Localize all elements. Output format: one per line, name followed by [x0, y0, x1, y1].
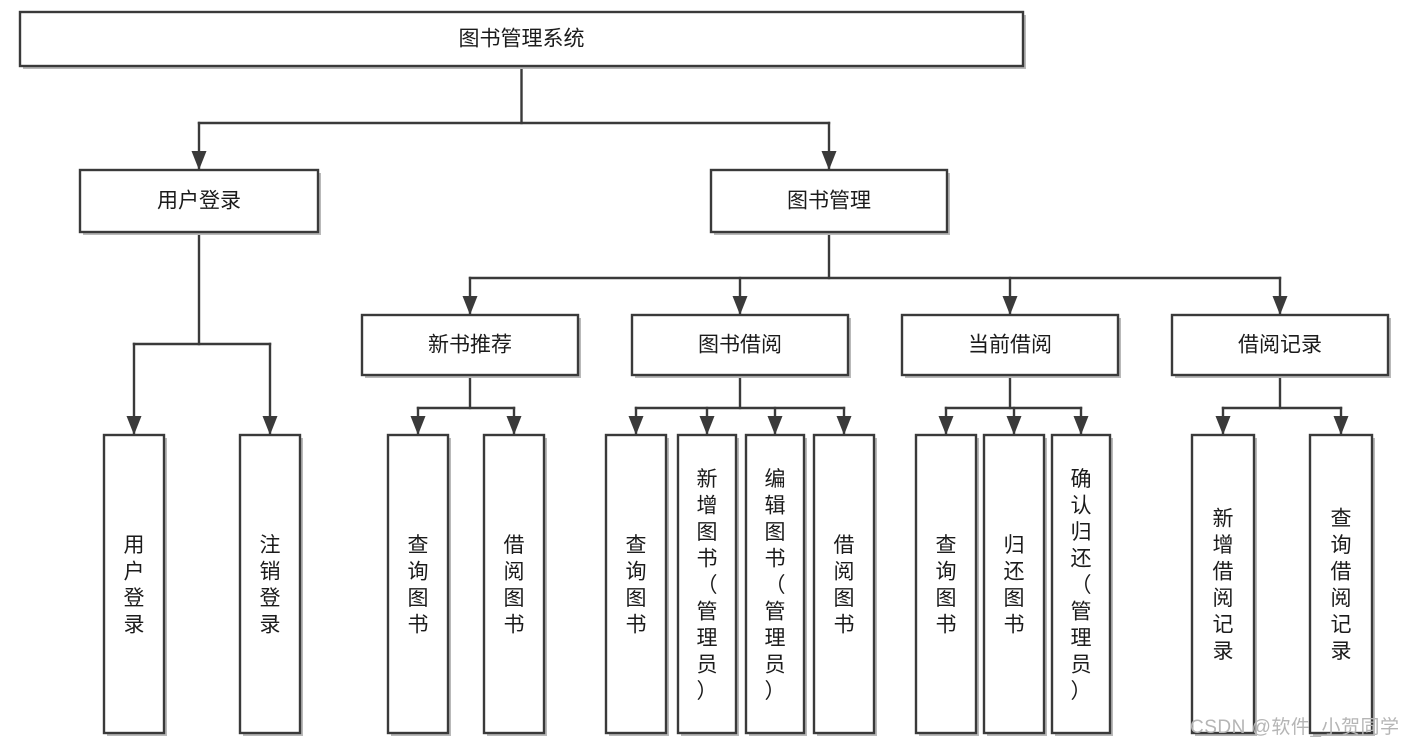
edge-arrowhead [938, 416, 954, 435]
edge-arrowhead [1215, 416, 1231, 435]
edge-arrowhead [1073, 416, 1089, 435]
node-box[interactable] [1190, 433, 1256, 735]
node-label: 借阅图书 [834, 534, 855, 637]
node-label: 注销登录 [260, 534, 281, 637]
node-box[interactable] [386, 433, 450, 735]
node-label: 新增图书（管理员） [697, 468, 718, 703]
node-label: 归还图书 [1004, 534, 1025, 637]
edge-arrowhead [1333, 416, 1349, 435]
node-leaf-borrow-edit[interactable]: 编辑图书（管理员） [744, 433, 807, 736]
node-box[interactable] [482, 433, 546, 735]
edge-arrowhead [767, 416, 783, 435]
node-box[interactable] [102, 433, 166, 735]
node-box[interactable] [709, 168, 949, 234]
node-box[interactable] [982, 433, 1046, 735]
edge-arrowhead [732, 296, 748, 315]
node-label: 图书管理系统 [459, 28, 585, 51]
node-leaf-borrow-query[interactable]: 查询图书 [604, 433, 669, 736]
node-label: 新增借阅记录 [1213, 508, 1234, 664]
edge-group-root [191, 64, 837, 172]
node-box[interactable] [676, 433, 738, 735]
edge-arrowhead [1272, 296, 1288, 315]
node-label: 新书推荐 [428, 334, 512, 357]
edge-arrowhead [628, 416, 644, 435]
node-label: 查询图书 [626, 534, 647, 637]
node-leaf-current-confirm[interactable]: 确认归还（管理员） [1050, 433, 1113, 736]
node-label: 查询图书 [408, 534, 429, 637]
node-new-book-rec[interactable]: 新书推荐 [360, 313, 581, 378]
node-label: 借阅图书 [504, 534, 525, 637]
csdn-watermark: CSDN @软件_小贺同学 [1190, 717, 1400, 738]
edge-arrowhead [126, 416, 142, 435]
node-box[interactable] [78, 168, 320, 234]
node-box[interactable] [914, 433, 978, 735]
edge-arrowhead [262, 416, 278, 435]
edge-group-borrow-record [1215, 373, 1349, 437]
node-label: 借阅记录 [1238, 334, 1322, 357]
node-box[interactable] [238, 433, 302, 735]
node-leaf-rec-query[interactable]: 查询图书 [386, 433, 451, 736]
edge-group-user-login [126, 230, 278, 437]
node-label: 用户登录 [157, 190, 241, 213]
node-user-login[interactable]: 用户登录 [78, 168, 321, 235]
node-box[interactable] [812, 433, 876, 735]
node-label: 查询借阅记录 [1331, 508, 1352, 664]
node-label: 查询图书 [936, 534, 957, 637]
node-label: 图书管理 [787, 190, 871, 213]
edge-arrowhead [1006, 416, 1022, 435]
edge-arrowhead [191, 151, 207, 170]
node-label: 图书借阅 [698, 334, 782, 357]
node-leaf-user-login[interactable]: 用户登录 [102, 433, 167, 736]
node-label: 当前借阅 [968, 334, 1052, 357]
edges-layer [126, 64, 1349, 437]
node-current-borrow[interactable]: 当前借阅 [900, 313, 1121, 378]
node-leaf-current-return[interactable]: 归还图书 [982, 433, 1047, 736]
node-leaf-user-logout[interactable]: 注销登录 [238, 433, 303, 736]
node-leaf-borrow-add[interactable]: 新增图书（管理员） [676, 433, 739, 736]
nodes-layer: 图书管理系统用户登录图书管理新书推荐图书借阅当前借阅借阅记录用户登录注销登录查询… [18, 10, 1391, 736]
node-leaf-current-query[interactable]: 查询图书 [914, 433, 979, 736]
edge-group-book-borrow [628, 373, 852, 437]
node-box[interactable] [1170, 313, 1390, 377]
node-box[interactable] [1308, 433, 1374, 735]
edge-arrowhead [410, 416, 426, 435]
edge-group-current-borrow [938, 373, 1089, 437]
node-box[interactable] [604, 433, 668, 735]
edge-group-new-book-rec [410, 373, 522, 437]
node-box[interactable] [744, 433, 806, 735]
node-box[interactable] [18, 10, 1025, 68]
edge-arrowhead [699, 416, 715, 435]
node-leaf-record-add[interactable]: 新增借阅记录 [1190, 433, 1257, 736]
node-label: 编辑图书（管理员） [765, 468, 786, 703]
node-book-borrow[interactable]: 图书借阅 [630, 313, 851, 378]
edge-arrowhead [821, 151, 837, 170]
node-box[interactable] [1050, 433, 1112, 735]
node-label: 用户登录 [124, 534, 145, 637]
node-leaf-rec-borrow[interactable]: 借阅图书 [482, 433, 547, 736]
edge-arrowhead [462, 296, 478, 315]
edge-group-book-manage [462, 230, 1288, 317]
node-borrow-record[interactable]: 借阅记录 [1170, 313, 1391, 378]
edge-arrowhead [1002, 296, 1018, 315]
node-box[interactable] [360, 313, 580, 377]
node-label: 确认归还（管理员） [1071, 468, 1092, 703]
node-box[interactable] [630, 313, 850, 377]
node-box[interactable] [900, 313, 1120, 377]
edge-arrowhead [506, 416, 522, 435]
node-root[interactable]: 图书管理系统 [18, 10, 1026, 69]
node-leaf-record-query[interactable]: 查询借阅记录 [1308, 433, 1375, 736]
edge-arrowhead [836, 416, 852, 435]
node-leaf-borrow-lend[interactable]: 借阅图书 [812, 433, 877, 736]
node-book-manage[interactable]: 图书管理 [709, 168, 950, 235]
